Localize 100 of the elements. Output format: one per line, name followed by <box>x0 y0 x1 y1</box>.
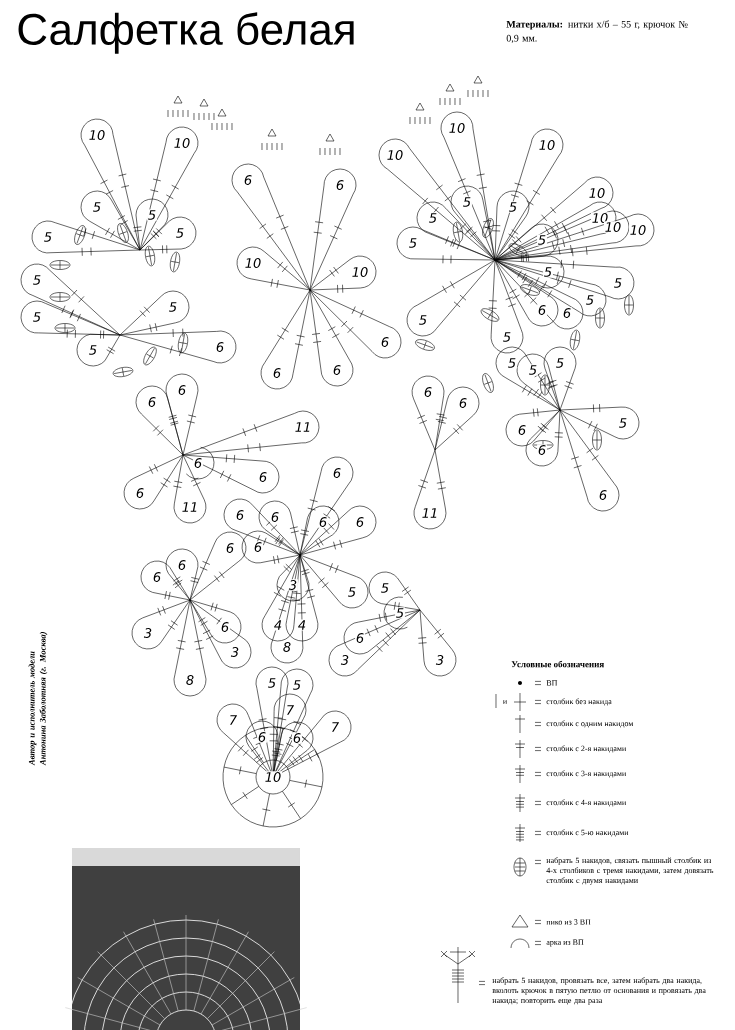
chain-count: 4 <box>273 619 283 631</box>
legend-text: столбик с 2-я накидами <box>546 745 627 753</box>
chain-count: 6 <box>243 174 253 186</box>
chain-count: 10 <box>87 129 107 141</box>
chain-count: 5 <box>88 344 98 356</box>
chain-count: 7 <box>285 704 295 716</box>
chain-count: 6 <box>537 304 547 316</box>
chain-count: 11 <box>420 507 440 519</box>
chain-count: 6 <box>355 632 365 644</box>
chain-count: 6 <box>258 471 268 483</box>
chain-count: 6 <box>272 367 282 379</box>
legend-text: набрать 5 накидов, связать пышный столбик из 4-х столбиков с тремя накидами, затем довязать столбик с двумя накидами <box>546 857 714 885</box>
chain-count: 3 <box>143 627 153 639</box>
chain-count: 6 <box>458 397 468 409</box>
chain-count: 3 <box>230 646 240 658</box>
chain-count: 8 <box>185 674 195 686</box>
chain-count: 5 <box>528 364 538 376</box>
chain-count: 6 <box>135 487 145 499</box>
legend-text: столбик без накида <box>546 698 612 706</box>
chain-count: 10 <box>447 122 467 134</box>
chain-count: 6 <box>562 307 572 319</box>
chain-count: 5 <box>292 679 302 691</box>
title: Салфетка белая <box>18 12 354 54</box>
chain-count: 6 <box>177 384 187 396</box>
chain-count: 6 <box>355 516 365 528</box>
materials-note: Материалы: нитки х/б – 55 г, крючок № 0,9 мм. <box>506 20 688 43</box>
chain-count: 5 <box>543 266 553 278</box>
chain-count: 5 <box>32 311 42 323</box>
chain-count: 6 <box>235 509 245 521</box>
chain-count: 5 <box>380 582 390 594</box>
chain-count: 6 <box>225 542 235 554</box>
chain-count: 4 <box>297 619 307 631</box>
legend-text: столбик с 3-я накидами <box>546 770 627 778</box>
chain-count: 5 <box>418 314 428 326</box>
chain-count: 7 <box>228 714 238 726</box>
chain-count: 6 <box>177 559 187 571</box>
chain-count: 5 <box>585 294 595 306</box>
legend-text: набрать 5 накидов, провязать все, затем набрать два накида, вколоть крючок в пятую петлю от основания и провязать два накида; повторить еще два раза <box>492 977 706 1005</box>
chain-count: 6 <box>537 444 547 456</box>
chain-count: 6 <box>292 732 302 744</box>
chain-count: 6 <box>598 489 608 501</box>
chain-count: 6 <box>318 516 328 528</box>
chain-count: 6 <box>215 341 225 353</box>
chain-count: 5 <box>507 357 517 369</box>
chain-count: 5 <box>92 201 102 213</box>
chain-count: 6 <box>335 179 345 191</box>
chain-count: 5 <box>168 301 178 313</box>
chain-count: 10 <box>385 149 405 161</box>
chain-count: 6 <box>332 364 342 376</box>
chain-count: 5 <box>175 227 185 239</box>
chain-count: 10 <box>587 187 607 199</box>
chain-count: 5 <box>428 212 438 224</box>
chain-count: 5 <box>408 237 418 249</box>
chain-count: 6 <box>423 386 433 398</box>
chain-count: 6 <box>257 731 267 743</box>
legend-text: пико из 3 ВП <box>546 919 591 925</box>
chain-count: 6 <box>152 571 162 583</box>
chain-count: 6 <box>332 467 342 479</box>
legend-text: арка из ВП <box>546 939 584 947</box>
chain-count: 10 <box>350 266 370 278</box>
chain-count: 5 <box>508 201 518 213</box>
chain-count: 5 <box>43 231 53 243</box>
legend-text: столбик с 5-ю накидами <box>546 829 629 837</box>
chain-count: 10 <box>243 257 263 269</box>
conjunction: и <box>503 700 507 704</box>
chain-count: 5 <box>618 417 628 429</box>
author-credit: Автор и исполнитель модели Антонина Заболотняя (г. Москва) <box>28 632 48 766</box>
chain-count: 5 <box>395 607 405 619</box>
chain-count: 5 <box>347 586 357 598</box>
chain-count: 11 <box>180 501 200 513</box>
chain-count: 6 <box>517 424 527 436</box>
chain-count: 8 <box>282 641 292 653</box>
chain-count: 3 <box>340 654 350 666</box>
chain-count: 10 <box>537 139 557 151</box>
chain-count: 5 <box>613 277 623 289</box>
chain-count: 6 <box>253 541 263 553</box>
chain-count: 10 <box>172 137 192 149</box>
chain-count: 5 <box>537 234 547 246</box>
chain-count: 10 <box>603 221 623 233</box>
chain-count: 5 <box>32 274 42 286</box>
chain-count: 5 <box>267 677 277 689</box>
chain-count: 6 <box>380 336 390 348</box>
chain-count: 5 <box>462 196 472 208</box>
chain-count: 10 <box>628 224 648 236</box>
chain-count: 3 <box>288 579 298 591</box>
legend-text: ВП <box>546 680 558 686</box>
chain-count: 6 <box>193 457 203 469</box>
chain-count: 5 <box>555 357 565 369</box>
chain-count: 5 <box>147 209 157 221</box>
chain-count: 7 <box>330 721 340 733</box>
chain-count: 6 <box>147 396 157 408</box>
chain-count: 6 <box>270 511 280 523</box>
chain-count: 5 <box>502 331 512 343</box>
chain-count: 6 <box>220 621 230 633</box>
legend-title: Условные обозначения <box>511 660 604 668</box>
legend-text: столбик с 4-я накидами <box>546 799 627 807</box>
chain-count: 3 <box>435 654 445 666</box>
chain-count: 10 <box>263 771 283 783</box>
legend-text: столбик с одним накидом <box>546 720 634 728</box>
chain-count: 11 <box>293 421 313 433</box>
